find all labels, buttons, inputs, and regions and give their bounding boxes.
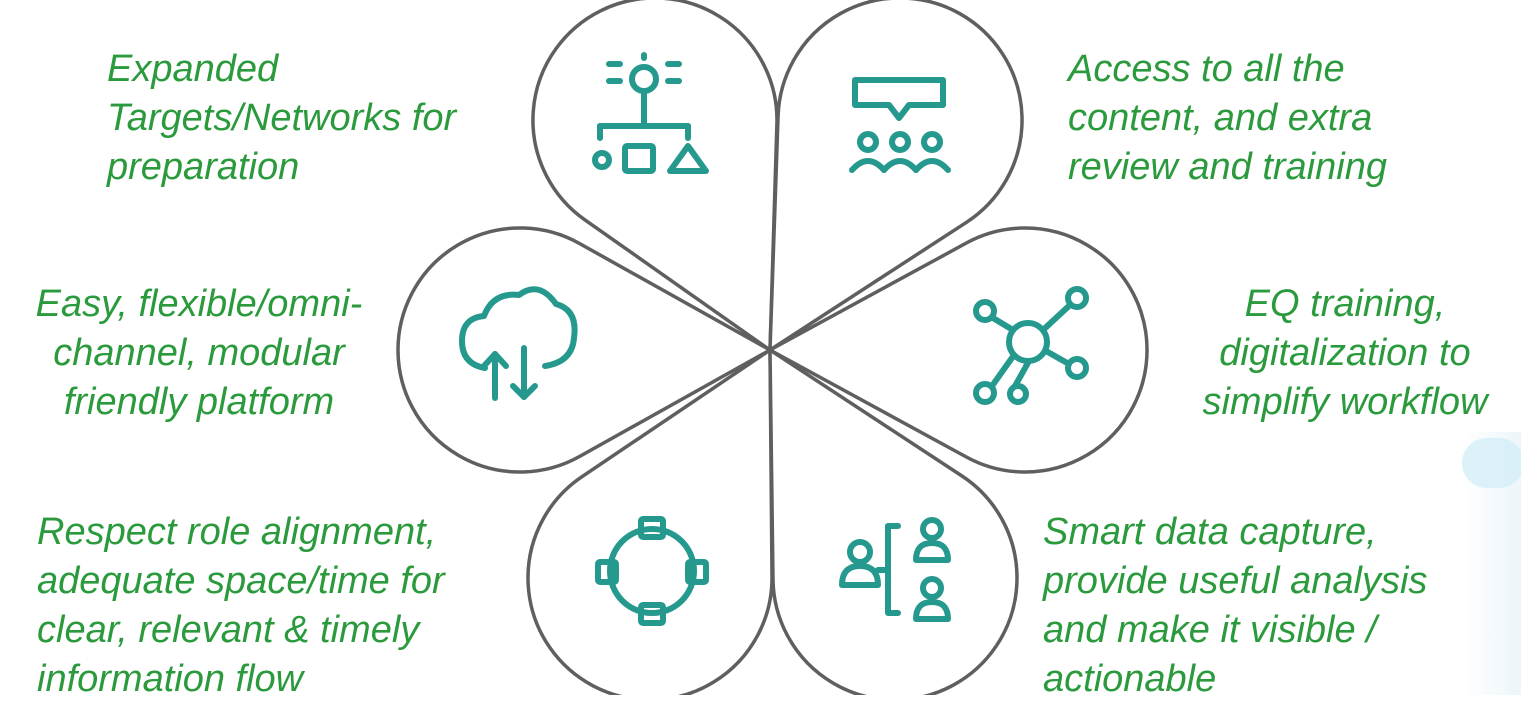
label-top-left: Expanded Targets/Networks for preparatio… [107,45,456,192]
circular-flow-icon [595,516,709,626]
label-line: friendly platform [63,381,335,423]
label-line: channel, modular [53,332,345,374]
label-bottom-right: Smart data capture, provide useful analy… [1043,508,1427,704]
label-line: and make it visible / [1043,609,1377,651]
label-line: Access to all the [1068,48,1345,90]
petal-bottom-right [768,346,1019,695]
petals [396,0,1149,695]
network-hub-icon [973,286,1089,405]
cloud-sync-icon [459,286,578,401]
edge-circle [1462,438,1521,488]
team-discussion-icon [849,77,951,173]
petal-bottom-left [526,346,774,695]
org-roles-icon [839,517,951,622]
label-line: Expanded [107,48,279,90]
label-line: adequate space/time for [37,560,445,602]
label-line: content, and extra [1068,97,1373,139]
label-line: EQ training, [1244,283,1446,325]
label-middle-right: EQ training, digitalization to simplify … [1179,280,1511,427]
petal-middle-right [766,226,1149,474]
label-line: preparation [107,146,300,188]
label-line: Smart data capture, [1043,511,1377,553]
label-line: Easy, flexible/omni- [35,283,363,325]
label-top-right: Access to all the content, and extra rev… [1068,45,1387,192]
label-line: clear, relevant & timely [37,609,420,651]
label-line: Respect role alignment, [37,511,437,553]
label-line: simplify workflow [1202,381,1488,423]
petal-middle-left [396,226,774,474]
petal-top-left [531,0,779,354]
label-line: review and training [1068,146,1387,188]
label-line: Targets/Networks for [107,97,457,139]
label-middle-left: Easy, flexible/omni- channel, modular fr… [10,280,388,427]
ideation-shapes-icon [592,52,709,174]
label-line: actionable [1043,658,1217,700]
petal-top-right [768,0,1024,354]
label-line: information flow [37,658,304,700]
label-bottom-left: Respect role alignment, adequate space/t… [37,508,445,704]
label-line: digitalization to [1219,332,1471,374]
label-line: provide useful analysis [1043,560,1428,602]
